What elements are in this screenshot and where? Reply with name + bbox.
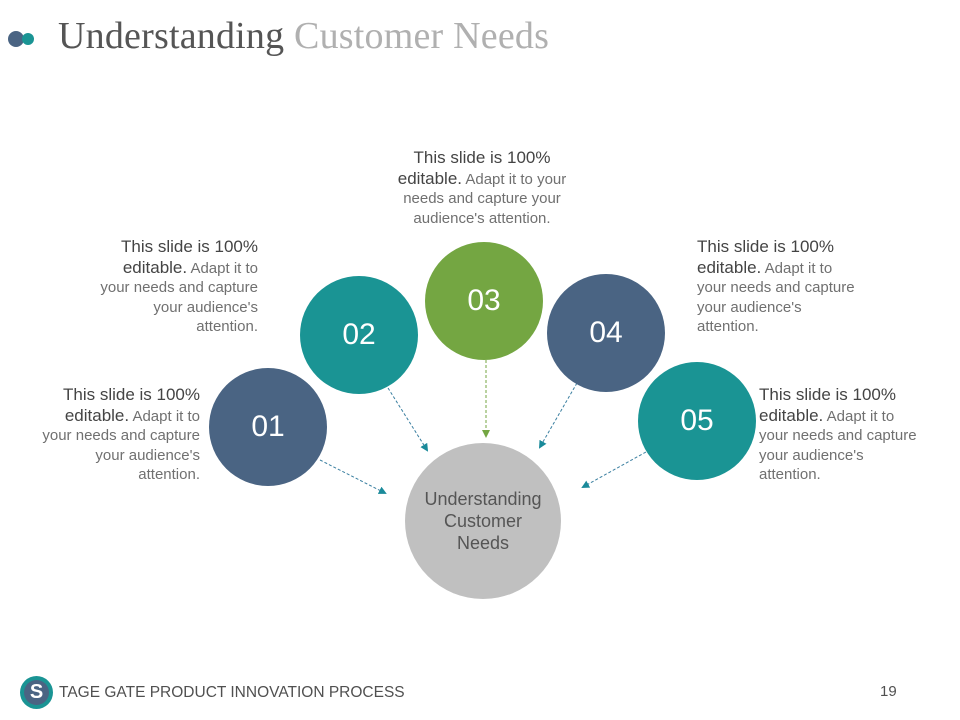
step-text-04: This slide is 100% editable. Adapt it to… bbox=[697, 237, 857, 337]
step-number: 03 bbox=[467, 284, 501, 317]
step-text-01: This slide is 100% editable. Adapt it to… bbox=[40, 385, 200, 485]
step-body: Adapt it to your needs and capture your … bbox=[759, 407, 917, 484]
step-body: Adapt it to your needs and capture your … bbox=[403, 170, 567, 227]
step-number: 05 bbox=[680, 404, 714, 437]
step-text-05: This slide is 100% editable. Adapt it to… bbox=[759, 385, 919, 485]
step-circle-01: 01 bbox=[209, 368, 327, 486]
step-lead: This slide is 100% editable. bbox=[759, 385, 897, 425]
step-number: 02 bbox=[342, 318, 376, 351]
step-lead: This slide is 100% editable. bbox=[397, 148, 551, 188]
title-part-2: Customer Needs bbox=[294, 15, 550, 57]
arrow-05 bbox=[581, 451, 647, 488]
center-circle: Understanding Customer Needs bbox=[405, 443, 561, 599]
step-circle-02: 02 bbox=[300, 276, 418, 394]
page-title: Understanding Customer Needs bbox=[58, 14, 549, 58]
step-text-03: This slide is 100% editable. Adapt it to… bbox=[384, 148, 580, 228]
arrow-02 bbox=[387, 387, 429, 452]
step-text-02: This slide is 100% editable. Adapt it to… bbox=[98, 237, 258, 337]
step-lead: This slide is 100% editable. bbox=[120, 237, 258, 277]
step-body: Adapt it to your needs and capture your … bbox=[100, 259, 258, 336]
step-number: 01 bbox=[251, 410, 285, 443]
arrow-01 bbox=[319, 459, 387, 494]
step-circle-04: 04 bbox=[547, 274, 665, 392]
title-dots-icon bbox=[8, 31, 42, 47]
step-lead: This slide is 100% editable. bbox=[62, 385, 200, 425]
step-circle-03: 03 bbox=[425, 242, 543, 360]
center-label: Understanding Customer Needs bbox=[424, 489, 542, 553]
footer-text: TAGE GATE PRODUCT INNOVATION PROCESS bbox=[59, 684, 405, 701]
logo-letter: S bbox=[24, 680, 49, 705]
step-circle-05: 05 bbox=[638, 362, 756, 480]
page-number: 19 bbox=[880, 683, 897, 700]
step-body: Adapt it to your needs and capture your … bbox=[697, 259, 855, 336]
step-body: Adapt it to your needs and capture your … bbox=[42, 407, 200, 484]
step-number: 04 bbox=[589, 316, 623, 349]
arrow-04 bbox=[538, 382, 578, 449]
title-part-1: Understanding bbox=[58, 15, 295, 57]
logo-icon: S bbox=[20, 676, 53, 709]
step-lead: This slide is 100% editable. bbox=[697, 237, 835, 277]
